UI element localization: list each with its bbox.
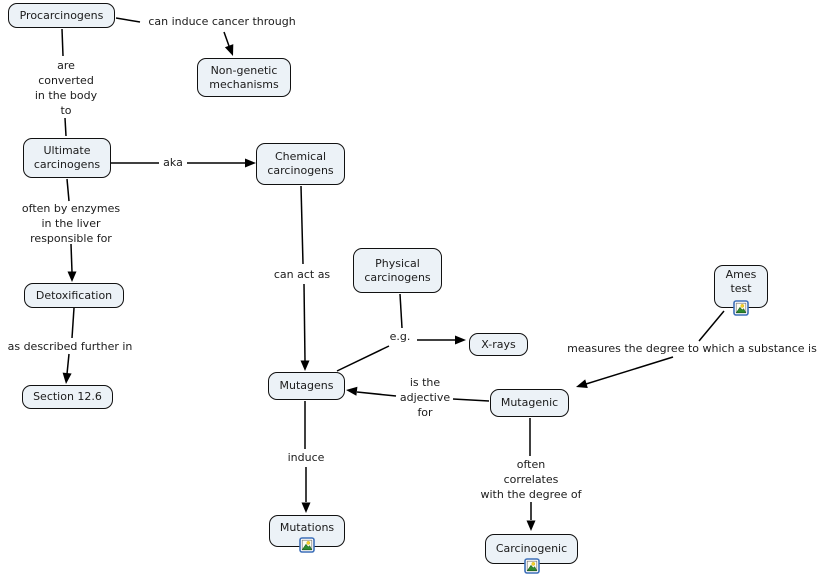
image-resource-icon[interactable] <box>523 558 540 574</box>
node-label: Physical carcinogens <box>364 256 431 284</box>
node-label: Mutagens <box>279 379 334 392</box>
node-physical-carcinogens[interactable]: Physical carcinogens <box>353 248 442 293</box>
node-detoxification[interactable]: Detoxification <box>24 283 124 308</box>
image-resource-icon[interactable] <box>299 537 315 553</box>
node-label: Non-genetic mechanisms <box>209 63 279 91</box>
node-ultimate-carcinogens[interactable]: Ultimate carcinogens <box>23 138 111 178</box>
link-label-often-by-enzymes[interactable]: often by enzymes in the liver responsibl… <box>21 202 121 245</box>
node-non-genetic-mechanisms[interactable]: Non-genetic mechanisms <box>197 58 291 97</box>
link-label-are-converted-in-the-body-to[interactable]: are converted in the body to <box>34 59 98 117</box>
node-label: Chemical carcinogens <box>267 150 334 177</box>
link-label-often-correlates[interactable]: often correlates with the degree of <box>480 458 582 501</box>
link-label-eg[interactable]: e.g. <box>389 330 411 343</box>
link-label-can-induce-cancer-through[interactable]: can induce cancer through <box>148 15 296 28</box>
link-label-can-act-as[interactable]: can act as <box>273 268 331 281</box>
node-procarcinogens[interactable]: Procarcinogens <box>8 3 115 28</box>
node-label: Carcinogenic <box>495 542 568 555</box>
node-label: Mutagenic <box>500 396 559 409</box>
node-carcinogenic[interactable]: Carcinogenic <box>485 534 578 574</box>
node-section-12-6[interactable]: Section 12.6 <box>22 385 113 409</box>
node-label: Section 12.6 <box>33 390 102 403</box>
link-label-is-the-adjective-for[interactable]: is the adjective for <box>399 376 451 419</box>
link-label-measures-the-degree[interactable]: measures the degree to which a substance… <box>567 342 817 355</box>
node-mutagenic[interactable]: Mutagenic <box>490 389 569 417</box>
node-chemical-carcinogens[interactable]: Chemical carcinogens <box>256 143 345 185</box>
link-label-induce[interactable]: induce <box>287 451 325 464</box>
node-label: X-rays <box>481 337 516 351</box>
node-x-rays[interactable]: X-rays <box>469 333 528 356</box>
node-label: Procarcinogens <box>19 8 104 22</box>
node-label: Ultimate carcinogens <box>33 144 101 171</box>
node-ames-test[interactable]: Ames test <box>714 265 768 316</box>
node-label: Ames test <box>725 268 757 295</box>
node-label: Detoxification <box>35 288 113 302</box>
link-label-aka[interactable]: aka <box>163 156 183 169</box>
node-mutations[interactable]: Mutations <box>269 515 345 553</box>
node-label: Mutations <box>279 520 335 534</box>
image-resource-icon[interactable] <box>733 300 749 316</box>
node-mutagens[interactable]: Mutagens <box>268 372 345 400</box>
link-label-as-described-further-in[interactable]: as described further in <box>7 340 133 353</box>
